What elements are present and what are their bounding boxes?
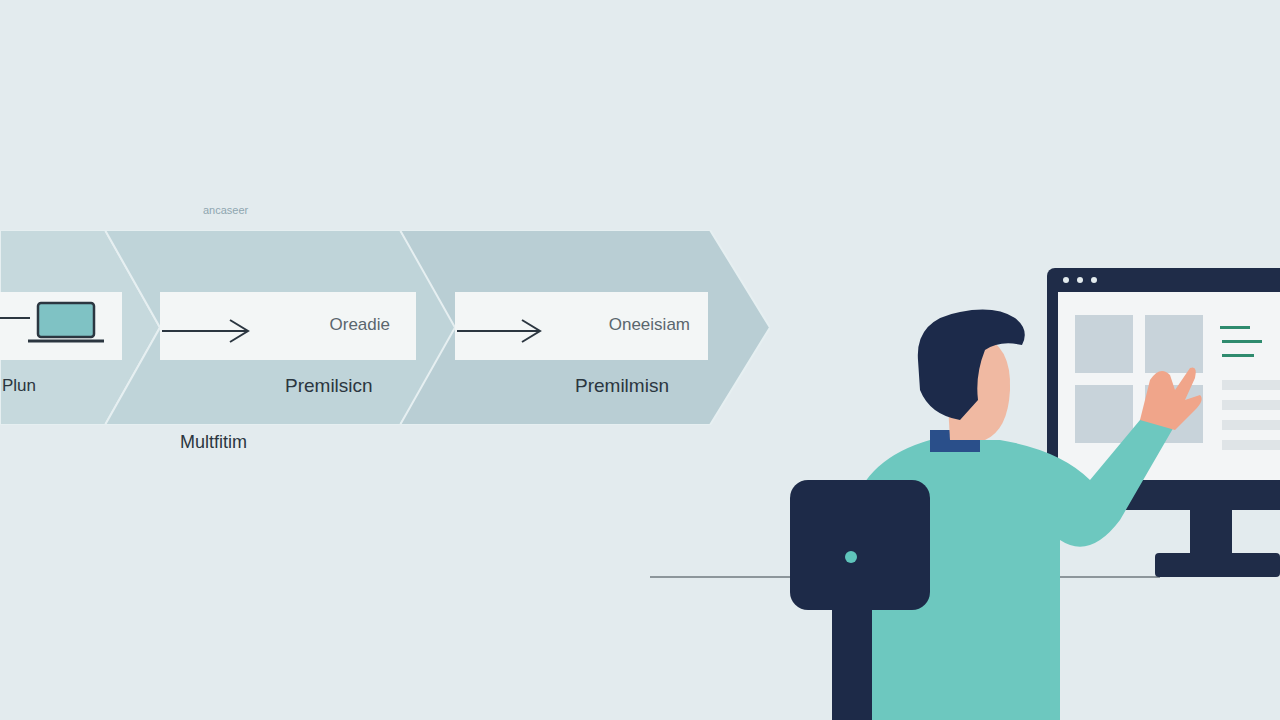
note-label: Multfitim xyxy=(180,432,247,453)
step-text: Plun xyxy=(2,376,36,396)
laptop-icon xyxy=(0,303,104,341)
step-text: Oreadie xyxy=(330,315,390,335)
step-text: Oneeisiam xyxy=(609,315,690,335)
chair xyxy=(790,480,930,720)
chevron-step: Premilsicn Oreadie xyxy=(105,230,460,425)
icon-box xyxy=(0,292,122,360)
step-box: Oneeisiam xyxy=(455,292,708,360)
step-text: Premilsicn xyxy=(285,375,373,397)
step-text: Premilmisn xyxy=(575,375,669,397)
note-label: ancaseer xyxy=(203,204,248,216)
chevron-step: Premilmisn Oneeisiam xyxy=(400,230,770,425)
step-box: Oreadie xyxy=(160,292,416,360)
